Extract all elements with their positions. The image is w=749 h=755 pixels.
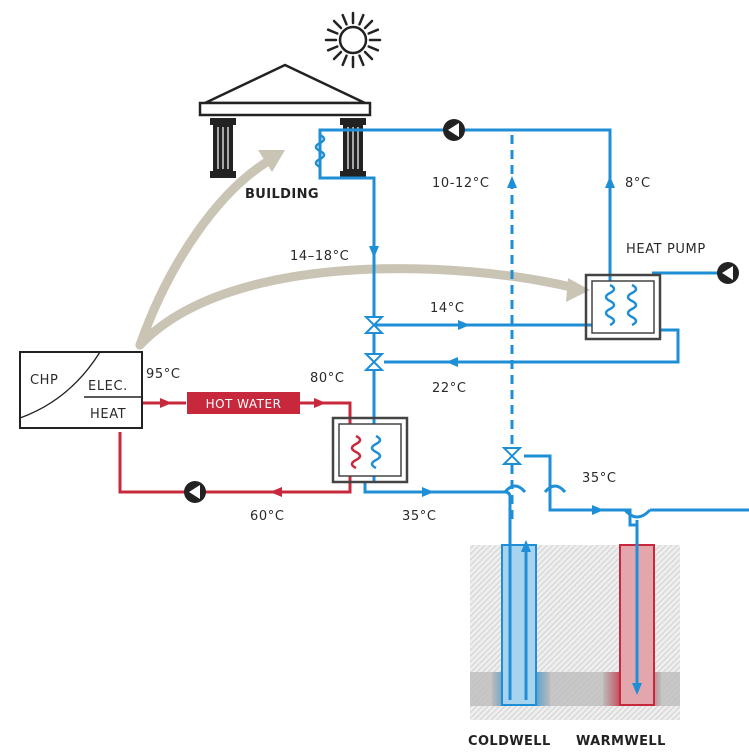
temp-warmwell-in: 35°C <box>582 471 617 486</box>
arrowhead-heatpump <box>566 278 590 302</box>
chp-label: CHP <box>30 373 59 388</box>
pipe-crossovers <box>503 484 652 519</box>
pump-icon-heatpump <box>717 262 739 284</box>
three-way-valve-icon-lower <box>363 353 385 371</box>
three-way-valve-icon-upper <box>363 316 385 334</box>
three-way-valve-icon-well <box>501 447 523 465</box>
chp-unit: CHP ELEC. HEAT <box>19 351 143 429</box>
heat-exchanger-icon-hotwater <box>331 416 409 484</box>
building-icon <box>198 63 372 178</box>
temp-to-wells: 35°C <box>402 509 437 524</box>
arrowhead-building <box>258 150 285 172</box>
pump-icon-chp <box>184 481 206 503</box>
flow-arrows <box>160 176 615 515</box>
heat-label: HEAT <box>90 407 126 422</box>
pump-icon-top <box>443 119 465 141</box>
coldwell-label: COLDWELL <box>468 734 551 749</box>
temp-supply-well: 10-12°C <box>432 176 490 191</box>
warmwell-label: WARMWELL <box>576 734 666 749</box>
warmwell-shaft <box>619 520 655 706</box>
hot-water-pipes <box>118 401 352 494</box>
hot-water-box: HOT WATER <box>187 392 300 414</box>
heat-exchanger-icon-building <box>314 133 326 169</box>
temp-to-heat-pump: 14°C <box>430 301 465 316</box>
heat-pump-label: HEAT PUMP <box>626 242 706 257</box>
hot-water-label: HOT WATER <box>206 397 282 411</box>
temp-building-return: 14–18°C <box>290 249 349 264</box>
temp-chp-return: 60°C <box>250 509 285 524</box>
building-label: BUILDING <box>245 187 319 202</box>
heat-exchanger-icon-heatpump <box>584 273 662 341</box>
elec-label: ELEC. <box>88 379 128 394</box>
temp-heat-pump-out: 8°C <box>625 176 651 191</box>
coldwell-shaft <box>501 520 537 706</box>
temp-from-heat-pump: 22°C <box>432 381 467 396</box>
sun-icon <box>324 11 382 69</box>
temp-chp-out: 95°C <box>146 367 181 382</box>
temp-hex-in: 80°C <box>310 371 345 386</box>
electricity-arrows <box>135 155 580 350</box>
